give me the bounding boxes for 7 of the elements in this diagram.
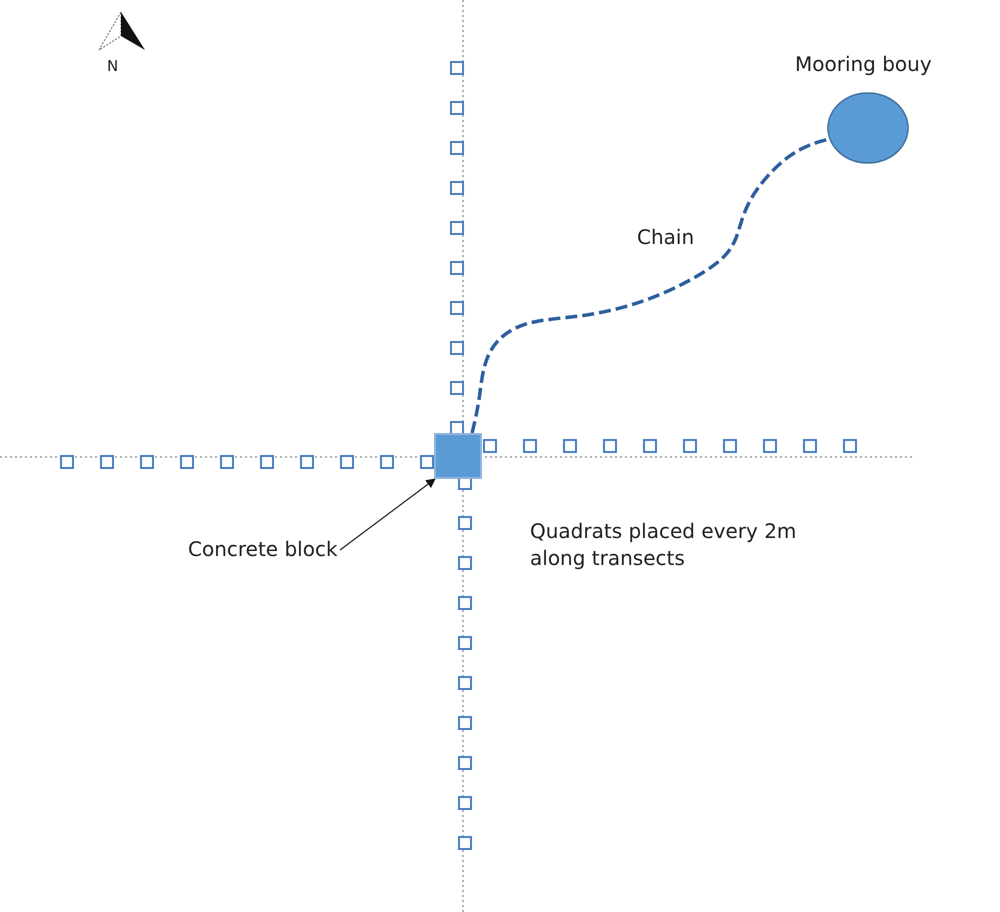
north-label: N <box>107 56 118 76</box>
chain-line <box>470 137 830 434</box>
buoy-label: Mooring bouy <box>795 52 932 76</box>
leader-arrow <box>340 478 436 550</box>
block-label: Concrete block <box>188 537 338 561</box>
note-text: Quadrats placed every 2m along transects <box>530 518 798 572</box>
concrete-block <box>434 433 482 479</box>
